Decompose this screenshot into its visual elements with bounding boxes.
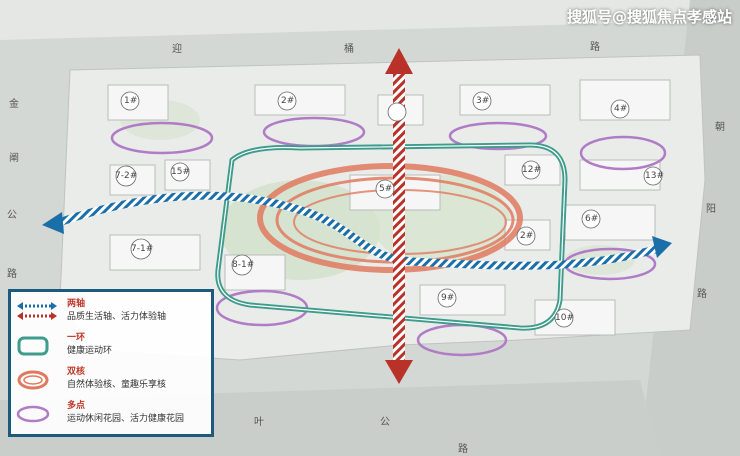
road-label-bottom: 路 bbox=[458, 444, 468, 455]
building-label: 12# bbox=[522, 165, 541, 175]
watermark: 搜狐号@搜狐焦点孝感站 bbox=[566, 8, 732, 26]
road-label-top: 桶 bbox=[344, 44, 354, 55]
legend-desc: 自然体验核、童趣乐享核 bbox=[67, 380, 167, 390]
legend-title: 两轴 bbox=[67, 299, 86, 309]
building-label: 1# bbox=[124, 96, 138, 106]
building-label: 15# bbox=[171, 167, 190, 177]
building-label: 8-1# bbox=[232, 260, 255, 270]
building-label: 4# bbox=[614, 104, 628, 114]
legend-desc: 运动休闲花园、活力健康花园 bbox=[67, 414, 185, 424]
building-label: 10# bbox=[555, 313, 574, 323]
road-label-top: 迎 bbox=[172, 44, 182, 55]
building-label: 9# bbox=[441, 293, 455, 303]
road-label-right: 朝 bbox=[715, 122, 725, 133]
legend-desc: 健康运动环 bbox=[67, 346, 113, 356]
building-label: 2# bbox=[520, 231, 534, 241]
building-label: 7-1# bbox=[131, 244, 154, 254]
legend-title: 多点 bbox=[67, 401, 86, 411]
road-label-right: 路 bbox=[697, 289, 707, 300]
legend-item-multi-point: 多点 运动休闲花园、活力健康花园 bbox=[11, 398, 211, 428]
road-label-bottom: 叶 bbox=[254, 417, 264, 428]
building-label: 2# bbox=[281, 96, 295, 106]
building-label: 5# bbox=[379, 184, 393, 194]
building-label: 13# bbox=[645, 171, 664, 181]
map-legend: 两轴 品质生活轴、活力体验轴 一环 健康运动环 双核 自然体验核、童趣乐享核 多… bbox=[8, 289, 214, 437]
road-label-left: 金 bbox=[9, 99, 19, 110]
road-label-right: 阳 bbox=[706, 204, 716, 215]
building-label: 7-2# bbox=[115, 171, 138, 181]
road-label-left: 路 bbox=[7, 269, 17, 280]
building-label: 6# bbox=[585, 214, 599, 224]
legend-item-dual-core: 双核 自然体验核、童趣乐享核 bbox=[11, 364, 211, 394]
multi-point-icon bbox=[16, 405, 50, 423]
road-label-top: 路 bbox=[590, 42, 600, 53]
ring-icon bbox=[17, 336, 49, 356]
road-label-left: 公 bbox=[7, 210, 17, 221]
road-label-left: 阐 bbox=[9, 153, 19, 164]
road-label-bottom: 公 bbox=[380, 417, 390, 428]
legend-desc: 品质生活轴、活力体验轴 bbox=[67, 312, 167, 322]
two-axis-icon bbox=[17, 302, 57, 320]
vitality-axis bbox=[58, 191, 662, 270]
legend-item-ring: 一环 健康运动环 bbox=[11, 330, 211, 360]
legend-item-two-axis: 两轴 品质生活轴、活力体验轴 bbox=[11, 296, 211, 326]
building-label: 3# bbox=[476, 96, 490, 106]
quality-life-axis bbox=[393, 70, 405, 370]
dual-core-icon bbox=[17, 370, 49, 390]
legend-title: 双核 bbox=[67, 367, 86, 377]
legend-title: 一环 bbox=[67, 333, 86, 343]
